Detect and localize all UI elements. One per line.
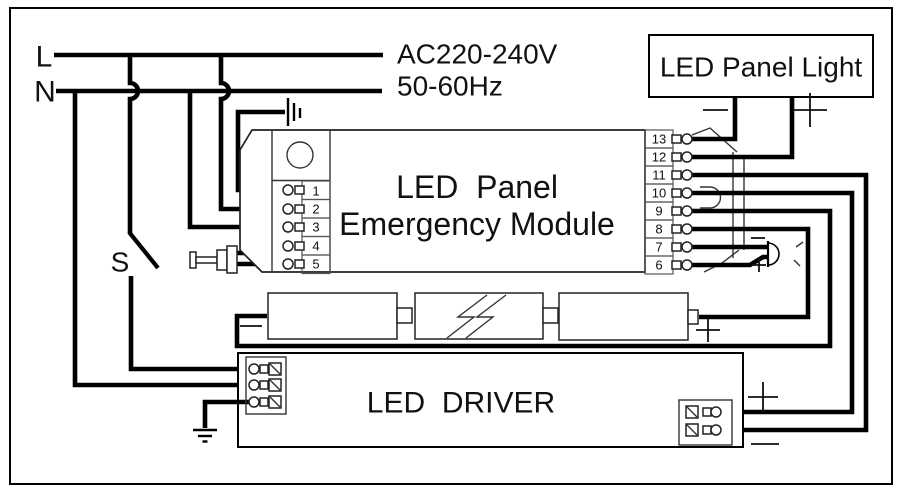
battery-pack <box>267 292 699 341</box>
terminal12-to-panel-wire <box>690 97 795 160</box>
terminal10-to-driver-plus-wire <box>690 190 855 415</box>
switch-blade <box>127 230 160 270</box>
switch-label: S <box>111 247 130 278</box>
terminal-number-2: 2 <box>312 202 319 217</box>
led-driver-box <box>237 352 744 448</box>
driver-plus-sign <box>748 382 778 412</box>
led-panel-light-box <box>648 34 874 98</box>
terminal6-to-led-wire <box>690 254 768 268</box>
terminal-number-13: 13 <box>652 132 666 147</box>
terminal-number-9: 9 <box>655 204 662 219</box>
voltage-label: AC220-240V <box>397 39 558 70</box>
led-driver-title: LED DRIVER <box>367 387 555 420</box>
right-terminal-strip: 13 12 11 10 9 8 7 6 <box>644 129 674 275</box>
module-title-line1: LED Panel <box>396 169 558 205</box>
neutral-label: N <box>34 76 56 109</box>
lightning-icon <box>446 294 507 339</box>
battery-plus-sign <box>696 318 720 342</box>
diagram-border <box>9 7 893 485</box>
terminal-number-4: 4 <box>312 239 319 254</box>
earth-ground-bottom-icon <box>193 428 217 443</box>
led-plus-sign <box>752 258 766 272</box>
live-label: L <box>36 41 53 74</box>
terminal8-to-battery-plus-wire <box>690 226 811 320</box>
terminal-number-3: 3 <box>312 220 319 235</box>
frequency-label: 50-60Hz <box>397 71 503 102</box>
terminal11-to-driver-minus-wire <box>690 172 869 433</box>
terminal-number-7: 7 <box>655 240 662 255</box>
terminal13-to-panel-wire <box>690 97 738 142</box>
relay-contact-lines <box>691 127 745 273</box>
terminal-number-8: 8 <box>655 222 662 237</box>
test-button <box>189 245 238 274</box>
module-title-line2: Emergency Module <box>339 206 615 242</box>
neutral-to-driver-wire <box>72 91 250 388</box>
left-terminal-connectors <box>282 184 305 270</box>
terminal-number-11: 11 <box>652 168 666 183</box>
mounting-hole-icon <box>286 141 314 169</box>
status-led-icon <box>766 241 804 267</box>
terminal-number-12: 12 <box>652 150 666 165</box>
right-terminal-connectors <box>671 133 693 271</box>
panel-plus-sign <box>793 93 827 127</box>
terminal-number-5: 5 <box>312 257 319 272</box>
led-panel-light-title: LED Panel Light <box>660 52 863 83</box>
live-to-terminal2-wire <box>218 55 284 212</box>
live-to-switch-wire <box>127 55 141 233</box>
terminal-number-6: 6 <box>655 258 662 273</box>
driver-input-connector <box>245 356 287 415</box>
terminal-number-10: 10 <box>652 186 666 201</box>
terminal-number-1: 1 <box>312 184 319 199</box>
switch-to-driver-wire <box>128 276 250 372</box>
earth-ground-icon <box>286 98 302 126</box>
terminal9-to-battery-minus-wire <box>234 208 833 349</box>
driver-earth-wire <box>202 399 250 428</box>
driver-output-connector <box>678 399 733 446</box>
